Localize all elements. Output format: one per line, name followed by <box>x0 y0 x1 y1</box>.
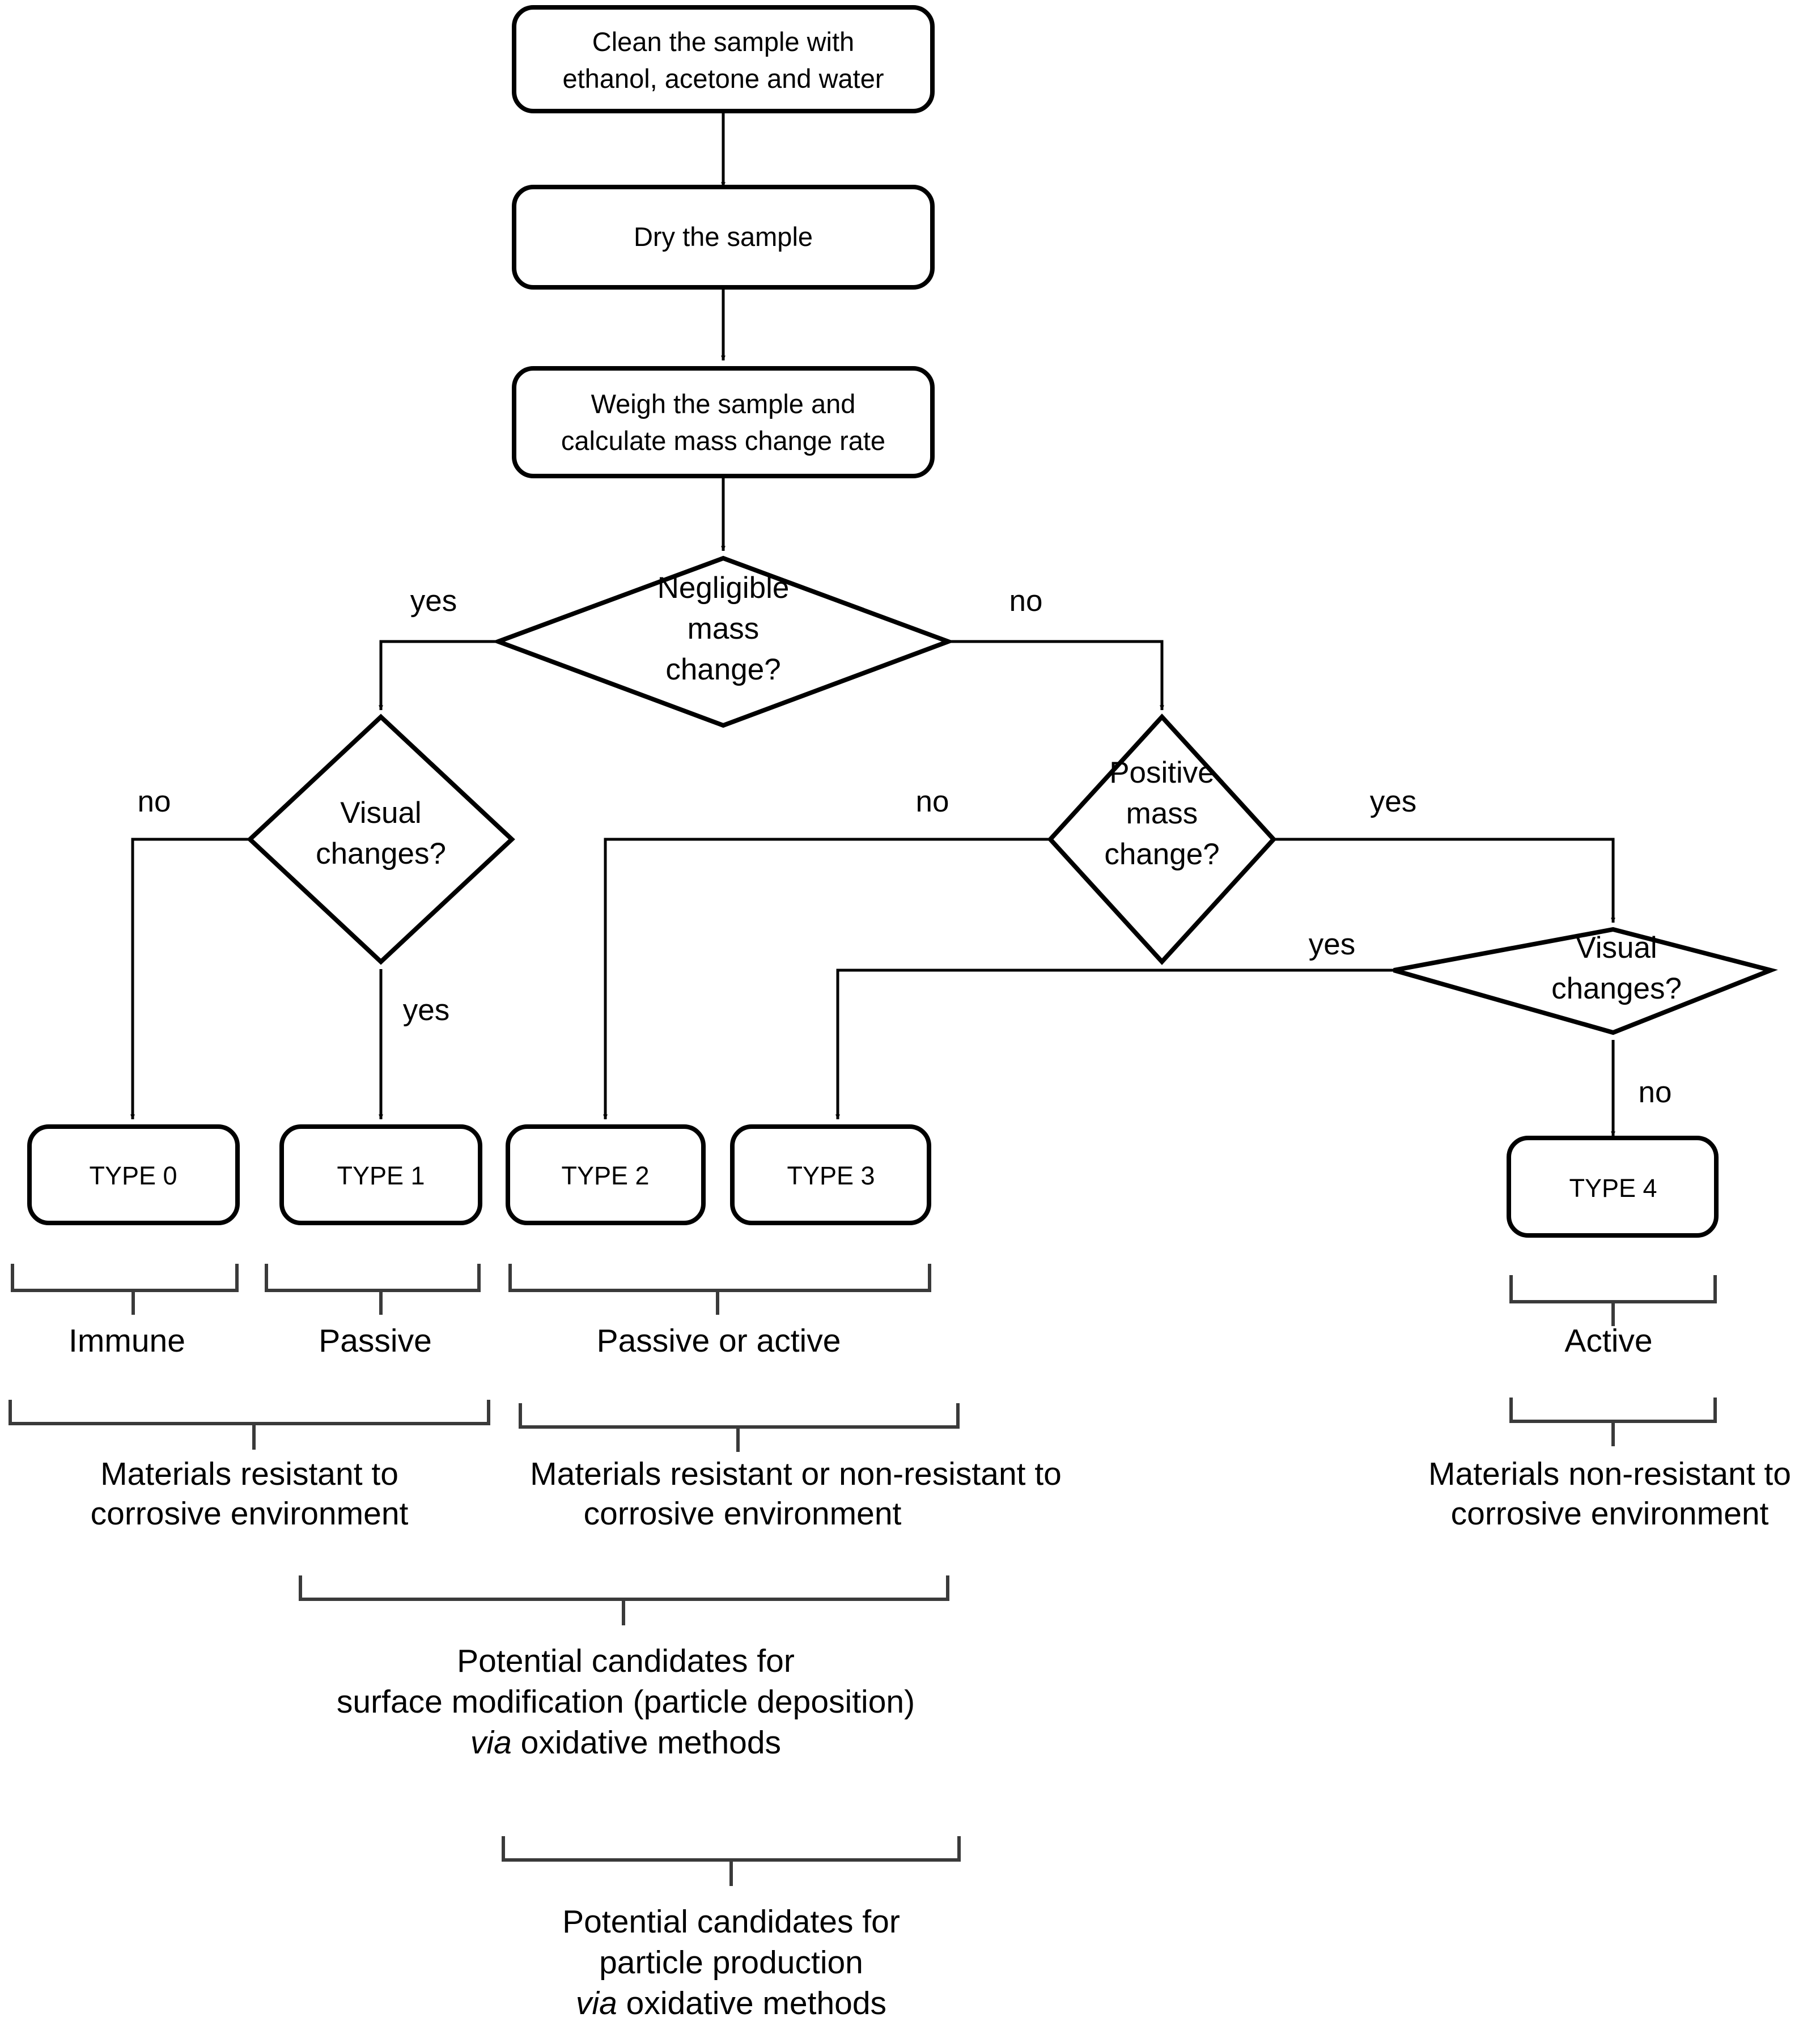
type-box-type4-label: TYPE 4 <box>1569 1174 1657 1203</box>
decision-positive-line2: mass <box>1126 797 1198 830</box>
process-box-group: Clean the sample with ethanol, acetone a… <box>512 5 935 478</box>
candidate-block-surface-modification: Potential candidates for surface modific… <box>337 1643 915 1761</box>
type-box-type3[interactable]: TYPE 3 <box>730 1124 931 1225</box>
brace-layer-behaviour <box>11 1264 1717 1326</box>
brace-active <box>1509 1275 1717 1326</box>
type-box-type4[interactable]: TYPE 4 <box>1507 1136 1719 1238</box>
decision-visual-changes-right[interactable]: Visual changes? <box>1393 927 1778 1035</box>
process-box-clean[interactable]: Clean the sample with ethanol, acetone a… <box>512 5 935 113</box>
decision-negligible-mass-change[interactable]: Negligible mass change? <box>491 555 955 728</box>
candidate-particle-line3: via oxidative methods <box>576 1985 886 2021</box>
decision-visual-left-line1: Visual <box>340 796 421 830</box>
decision-positive-line1: Positive <box>1109 756 1215 789</box>
brace-resistant-or-non <box>519 1403 960 1452</box>
candidate-particle-via: via <box>576 1985 617 2021</box>
edge-label-visual-right-yes: yes <box>1309 928 1355 961</box>
candidate-particle-line2: particle production <box>599 1944 863 1981</box>
edge-label-negligible-no: no <box>1009 584 1043 618</box>
process-box-weigh[interactable]: Weigh the sample and calculate mass chan… <box>512 366 935 478</box>
decision-visual-changes-left[interactable]: Visual changes? <box>247 713 515 965</box>
behaviour-label-immune: Immune <box>69 1323 185 1359</box>
process-dry-line1: Dry the sample <box>634 222 813 252</box>
decision-visual-right-line2: changes? <box>1551 972 1682 1005</box>
behaviour-label-group: Immune Passive Passive or active Active <box>69 1323 1653 1359</box>
resistance-label-group: Materials resistant to corrosive environ… <box>91 1456 1791 1532</box>
behaviour-label-passive: Passive <box>319 1323 432 1359</box>
type-box-type0[interactable]: TYPE 0 <box>27 1124 240 1225</box>
brace-passive <box>265 1264 481 1315</box>
decision-visual-left-line2: changes? <box>316 837 446 870</box>
decision-negligible-line1: Negligible <box>657 571 790 605</box>
brace-surface-modification <box>299 1575 949 1625</box>
type-box-type1[interactable]: TYPE 1 <box>279 1124 482 1225</box>
decision-group: Negligible mass change? yes no Visual ch… <box>138 555 1778 1109</box>
candidate-surface-via: via <box>470 1725 512 1761</box>
connector-negligible-no-to-positive <box>948 640 1164 711</box>
process-weigh-line1: Weigh the sample and <box>591 389 856 419</box>
edge-label-negligible-yes: yes <box>410 584 457 618</box>
decision-negligible-line3: change? <box>665 653 780 686</box>
candidate-particle-line1: Potential candidates for <box>562 1904 900 1940</box>
resistance-label-non-resistant-line1: Materials non-resistant to <box>1428 1456 1791 1492</box>
process-clean-line1: Clean the sample with <box>592 27 854 57</box>
decision-positive-mass-change[interactable]: Positive mass change? <box>1047 713 1277 965</box>
resistance-label-non-resistant-line2: corrosive environment <box>1451 1496 1769 1532</box>
resistance-label-resistant-line1: Materials resistant to <box>100 1456 398 1492</box>
type-box-type0-label: TYPE 0 <box>89 1161 177 1190</box>
brace-resistant <box>9 1400 490 1450</box>
connector-negligible-yes-to-visual-left <box>379 640 498 711</box>
behaviour-label-active: Active <box>1564 1323 1652 1359</box>
type-box-type2[interactable]: TYPE 2 <box>506 1124 706 1225</box>
candidate-surface-line2: surface modification (particle depositio… <box>337 1684 915 1720</box>
decision-positive-line3: change? <box>1104 838 1219 871</box>
brace-passive-or-active <box>508 1264 931 1315</box>
connector-positive-no-to-type2 <box>603 838 1050 1120</box>
process-weigh-line2: calculate mass change rate <box>561 426 885 456</box>
resistance-label-resistant-or-non-line1: Materials resistant or non-resistant to <box>530 1456 1062 1492</box>
edge-label-visual-left-yes: yes <box>403 993 449 1027</box>
decision-visual-right-line1: Visual <box>1576 931 1657 965</box>
brace-layer-candidates <box>299 1575 961 1886</box>
process-box-dry[interactable]: Dry the sample <box>512 185 935 290</box>
type-box-type2-label: TYPE 2 <box>561 1161 649 1190</box>
edge-label-visual-right-no: no <box>1639 1076 1672 1109</box>
resistance-label-resistant-line2: corrosive environment <box>91 1496 409 1532</box>
candidate-block-particle-production: Potential candidates for particle produc… <box>562 1904 900 2021</box>
connector-visual-right-yes-to-type3 <box>835 969 1394 1120</box>
type-box-group: TYPE 0 TYPE 1 TYPE 2 TYPE 3 TYPE 4 <box>27 1124 1719 1238</box>
candidate-surface-methods: oxidative methods <box>512 1725 781 1761</box>
resistance-label-resistant-or-non-line2: corrosive environment <box>584 1496 902 1532</box>
connector-layer <box>130 111 1615 1137</box>
edge-label-positive-no: no <box>916 785 949 818</box>
edge-label-visual-left-no: no <box>138 785 171 818</box>
connector-visual-left-no-to-type0 <box>130 838 250 1120</box>
candidate-particle-methods: oxidative methods <box>617 1985 886 2021</box>
brace-particle-production <box>502 1836 961 1886</box>
brace-immune <box>11 1264 239 1315</box>
brace-non-resistant <box>1509 1398 1717 1446</box>
type-box-type3-label: TYPE 3 <box>787 1161 875 1190</box>
candidate-surface-line3: via oxidative methods <box>470 1725 781 1761</box>
brace-layer-resistance <box>9 1398 1717 1452</box>
candidate-surface-line1: Potential candidates for <box>457 1643 795 1679</box>
edge-label-positive-yes: yes <box>1370 785 1416 818</box>
connector-positive-yes-to-visual-right <box>1274 838 1615 923</box>
behaviour-label-passive-or-active: Passive or active <box>597 1323 841 1359</box>
type-box-type1-label: TYPE 1 <box>337 1161 425 1190</box>
decision-negligible-line2: mass <box>688 612 760 645</box>
process-clean-line2: ethanol, acetone and water <box>562 63 884 94</box>
